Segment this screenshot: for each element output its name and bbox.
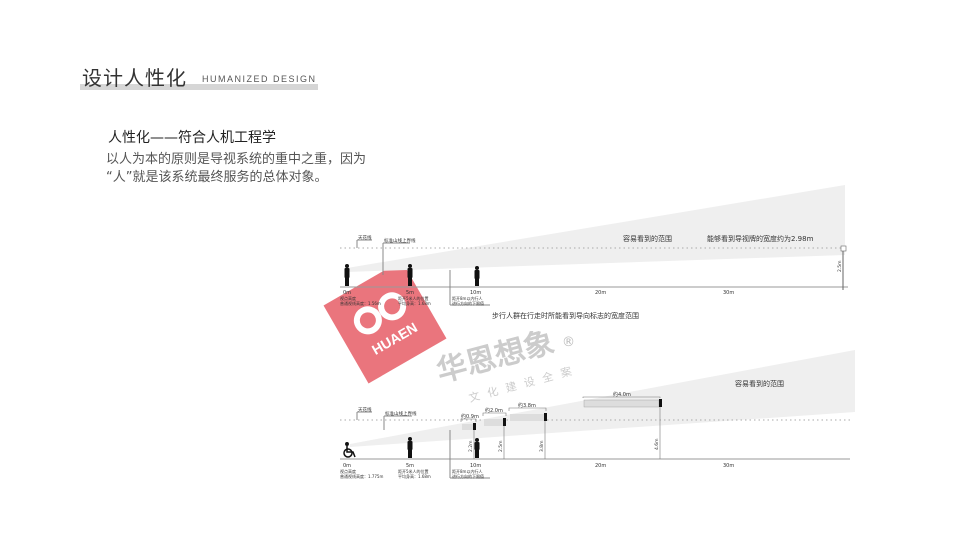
bottom-diagram: 天花线 标准山线上界线 约0.9m 2.2m 约2.0m 2.5m [340, 350, 855, 479]
height-label: 2.5m [498, 440, 504, 452]
vision-cone [347, 185, 845, 272]
person-icon [407, 437, 413, 458]
person-icon [407, 264, 413, 286]
tick-label: 5m [406, 290, 414, 296]
width-label: 约0.9m [461, 413, 479, 420]
width-label: 能够看到导视牌的宽度约为2.98m [707, 234, 814, 243]
wheelchair-icon [343, 442, 356, 458]
note: 普通视线高度：1.56m [340, 300, 381, 306]
note: 平均身高：1.68m [398, 300, 431, 306]
person-icon [344, 264, 350, 286]
easy-view-label: 容易看到的范围 [623, 234, 672, 243]
note: 距开8m以内行人 [452, 295, 482, 301]
diagram-caption: 步行人群在行走时所能看到导向标志的宽度范围 [492, 311, 639, 320]
height-label: 3.8m [539, 440, 545, 452]
sign-3.8m: 约3.8m 3.8m [508, 402, 547, 459]
sign-4.0m: 约4.0m 4.6m [582, 391, 662, 459]
note: 距开5米人的位置 [398, 468, 429, 474]
height-label: 2.2m [468, 440, 474, 452]
upper-label: 标准山线上界线 [385, 410, 417, 417]
page-title-en: HUMANIZED DESIGN [202, 74, 317, 84]
watermark-logo: HUAEN [323, 260, 447, 384]
tick-label: 0m [343, 463, 351, 469]
body-line: “人”就是该系统最终服务的总体对象。 [106, 170, 328, 185]
width-label: 约3.8m [518, 402, 536, 409]
note: 普通视线高度：1.775m [340, 473, 383, 479]
note: 平均身高：1.68m [398, 473, 431, 479]
ceiling-label: 天花线 [358, 406, 372, 413]
sign-2.0m: 约2.0m 2.5m [482, 407, 507, 459]
vision-cone [350, 350, 855, 447]
tick-label: 5m [406, 463, 414, 469]
tick-label: 30m [723, 290, 734, 296]
note: 进行方向的下限值 [452, 473, 484, 479]
width-label: 约2.0m [485, 407, 503, 414]
ceiling-label: 天花线 [358, 234, 372, 241]
watermark: HUAEN 华恩想象 文化建设全案 ® [323, 260, 581, 405]
sign-height: 2.5m [837, 260, 843, 272]
person-icon [474, 266, 480, 286]
person-icon [474, 438, 480, 458]
tick-label: 20m [595, 463, 606, 469]
tick-label: 10m [470, 463, 481, 469]
easy-view-label: 容易看到的范围 [735, 379, 784, 388]
top-diagram: 天花线 标准山线上界线 0m 5m 10m 20m 30m 视点高度 普通视线高… [340, 185, 848, 320]
registered-mark: ® [562, 335, 575, 350]
sign-0.9m: 约0.9m 2.2m [460, 413, 479, 459]
tick-label: 10m [470, 290, 481, 296]
tick-label: 20m [595, 290, 606, 296]
note: 距开8m以内行人 [452, 468, 482, 474]
width-label: 约4.0m [613, 391, 631, 398]
section-subtitle: 人性化——符合人机工程学 [108, 130, 276, 146]
note: 视点高度 [340, 468, 356, 474]
upper-label: 标准山线上界线 [384, 237, 416, 244]
tick-label: 0m [343, 290, 351, 296]
body-line: 以人为本的原则是导视系统的重中之重，因为 [106, 152, 367, 167]
page-title: 设计人性化 [82, 66, 187, 90]
sign [840, 245, 847, 252]
tick-label: 30m [723, 463, 734, 469]
height-label: 4.6m [654, 438, 660, 450]
section-body: 以人为本的原则是导视系统的重中之重，因为 “人”就是该系统最终服务的总体对象。 [106, 151, 406, 187]
note: 进行方向的下限值 [452, 300, 484, 306]
note: 视点高度 [340, 295, 356, 301]
note: 距开5米人的位置 [398, 295, 429, 301]
title-underline [80, 84, 318, 90]
